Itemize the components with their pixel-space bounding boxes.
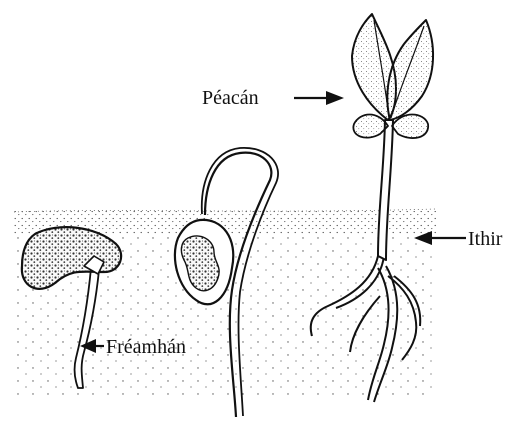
arrow-right-icon [326,91,344,105]
leaf-right [387,20,433,120]
shoot-callout: Péacán [202,87,344,109]
cotyledon-left [353,115,388,138]
soil-label: Ithir [468,228,503,250]
shoot-label: Péacán [202,87,259,109]
root-label: Fréamhán [106,336,186,358]
